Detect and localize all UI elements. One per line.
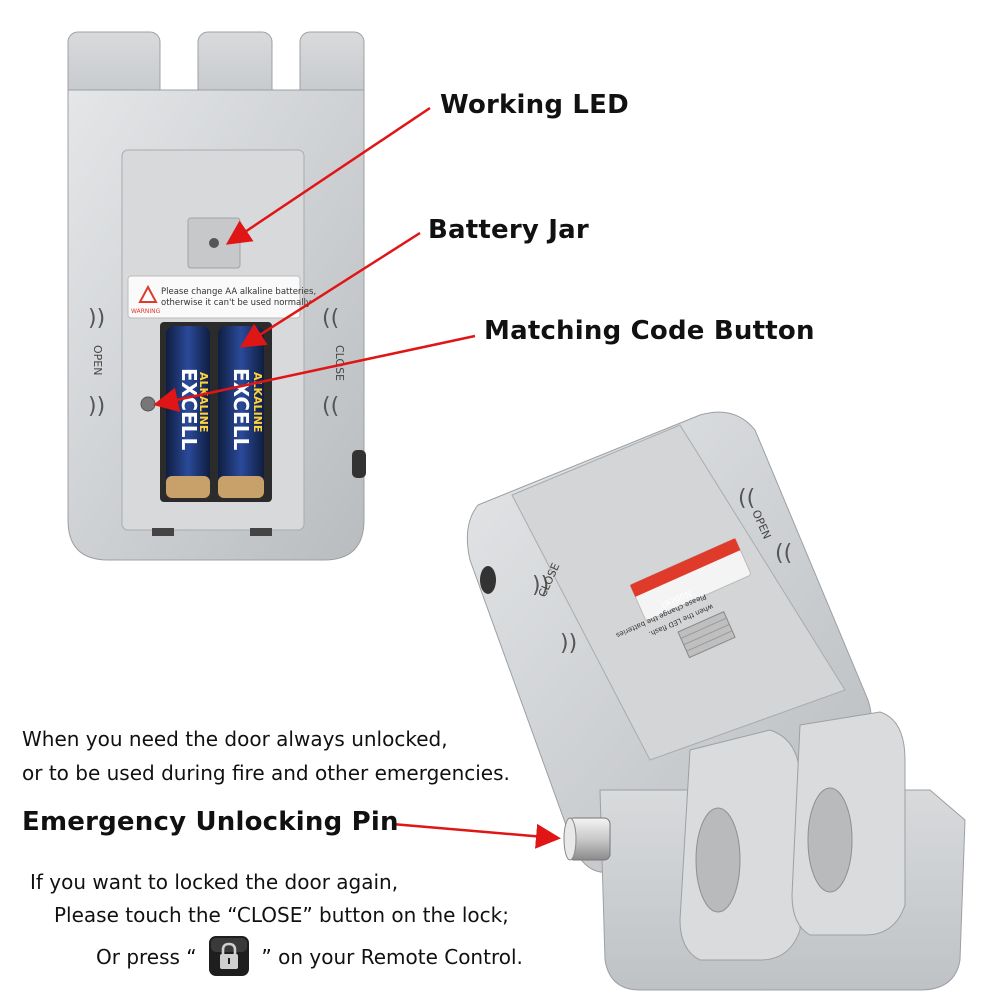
svg-text:((: (( [322, 306, 339, 331]
lock-back-view: )) )) (( (( [67, 31, 366, 561]
lock-front-view: (( (( )) )) [466, 411, 966, 991]
svg-text:)): )) [88, 394, 105, 419]
battery-jar-callout: Battery Jar [428, 215, 589, 245]
arrow-working-led [225, 106, 431, 245]
battery-type-left: ALKALINE [197, 372, 210, 432]
instruction-line-4: Please touch the “CLOSE” button on the l… [54, 903, 509, 927]
arrow-matching-code [153, 334, 476, 413]
arrow-emergency-pin [391, 822, 561, 849]
instruction-line-1: When you need the door always unlocked, [22, 727, 448, 751]
instruction-line-5-suffix: ” on your Remote Control. [261, 945, 523, 969]
svg-text:)): )) [560, 631, 577, 656]
lock-icon [207, 934, 251, 983]
instruction-line-3: If you want to locked the door again, [30, 870, 399, 894]
matching-code-button-callout: Matching Code Button [484, 316, 815, 346]
close-label-back: CLOSE [333, 345, 346, 381]
working-led-callout: Working LED [440, 90, 629, 120]
svg-text:((: (( [322, 394, 339, 419]
instruction-line-5-prefix: Or press “ [96, 945, 197, 969]
warning-word: WARNING [131, 308, 161, 315]
instruction-line-5: Or press “ ” on your Remote Control. [96, 934, 523, 983]
svg-text:((: (( [738, 486, 755, 511]
instruction-line-2: or to be used during fire and other emer… [22, 761, 510, 785]
warning-line-1: Please change AA alkaline batteries, [161, 287, 316, 297]
svg-text:)): )) [532, 573, 549, 598]
battery-brand-right: EXCELL [229, 368, 253, 450]
battery-type-right: ALKALINE [251, 372, 264, 432]
open-label-back: OPEN [91, 345, 104, 375]
svg-text:)): )) [88, 306, 105, 331]
svg-text:((: (( [775, 541, 792, 566]
arrow-battery-jar [239, 231, 421, 348]
emergency-pin-callout: Emergency Unlocking Pin [22, 807, 399, 837]
warning-line-2: otherwise it can't be used normally [161, 298, 311, 308]
battery-brand-left: EXCELL [177, 368, 201, 450]
